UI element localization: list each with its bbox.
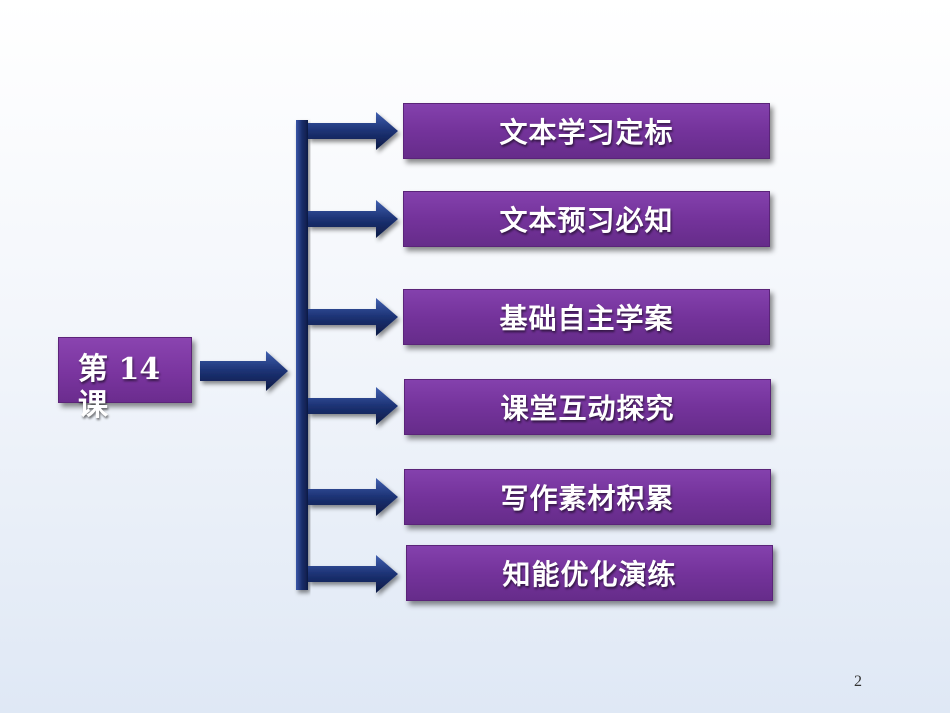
branch-arrow-2	[308, 200, 398, 238]
menu-item-5[interactable]: 写作素材积累	[404, 469, 771, 525]
branch-arrow-1	[308, 112, 398, 150]
menu-item-3[interactable]: 基础自主学案	[403, 289, 770, 345]
branch-arrow-5	[308, 478, 398, 516]
menu-item-label: 写作素材积累	[500, 482, 675, 515]
menu-item-2[interactable]: 文本预习必知	[403, 191, 770, 247]
input-arrow	[200, 351, 288, 391]
vertical-connector-bar	[296, 120, 308, 590]
menu-item-4[interactable]: 课堂互动探究	[404, 379, 771, 435]
branch-arrow-3	[308, 298, 398, 336]
lesson-box	[58, 337, 192, 403]
menu-item-1[interactable]: 文本学习定标	[403, 103, 770, 159]
branch-arrow-4	[308, 387, 398, 425]
menu-item-label: 课堂互动探究	[500, 392, 675, 425]
menu-item-label: 知能优化演练	[502, 558, 677, 591]
menu-item-label: 文本学习定标	[499, 116, 674, 149]
menu-item-label: 基础自主学案	[499, 302, 674, 335]
menu-item-label: 文本预习必知	[499, 204, 674, 237]
page-number: 2	[854, 673, 862, 690]
menu-item-6[interactable]: 知能优化演练	[406, 545, 773, 601]
branch-arrow-6	[308, 555, 398, 593]
lesson-title: 第 14 课	[78, 352, 161, 423]
